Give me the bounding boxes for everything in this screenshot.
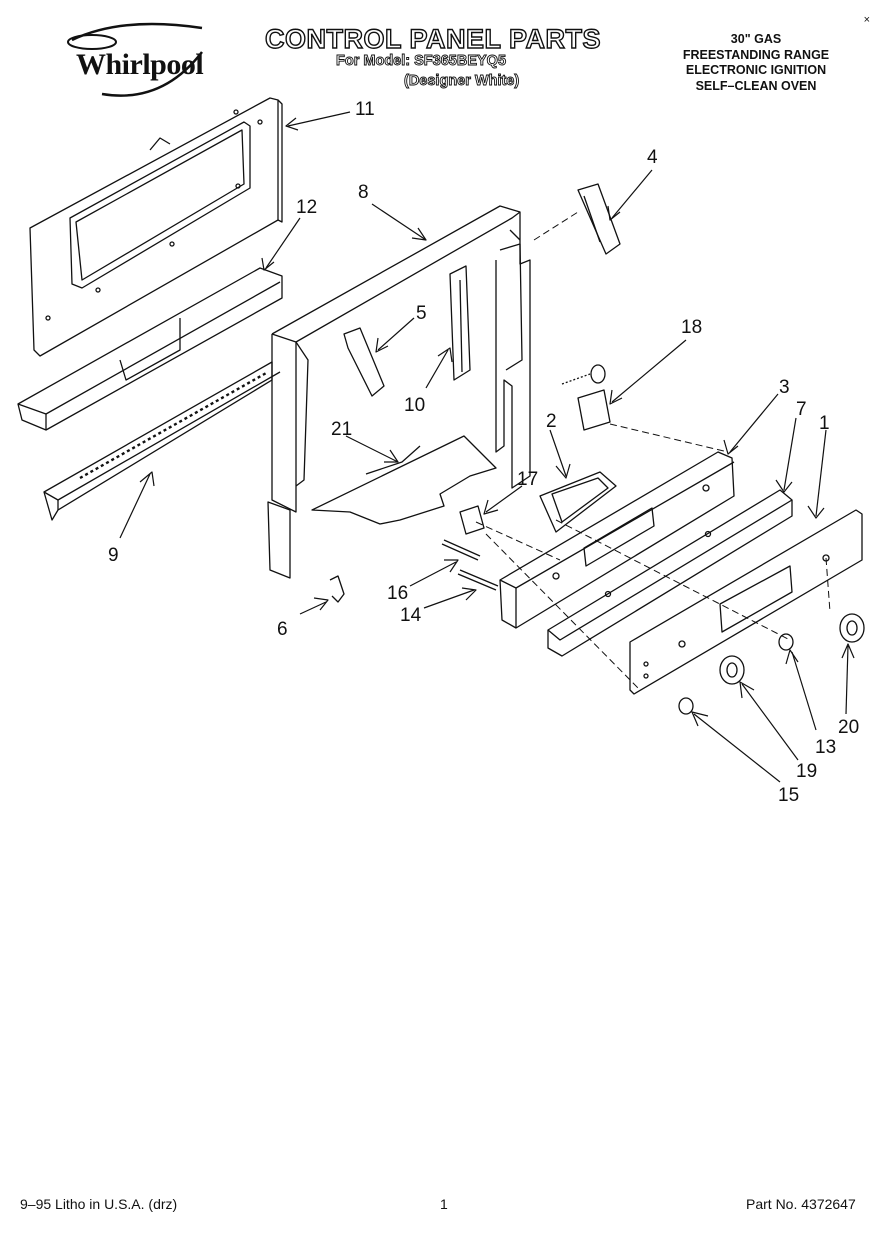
callout-16: 16 xyxy=(387,583,409,604)
callout-18: 18 xyxy=(681,317,703,338)
part-17-block xyxy=(459,505,485,535)
callout-3: 3 xyxy=(779,377,790,398)
part-3-control-panel xyxy=(499,451,735,629)
part-2-clock-module xyxy=(539,471,617,533)
part-number: Part No. 4372647 xyxy=(746,1196,856,1212)
whirlpool-logo: Whirlpool xyxy=(62,22,222,104)
product-spec: 30" GAS FREESTANDING RANGE ELECTRONIC IG… xyxy=(656,32,856,94)
part-10-support xyxy=(449,265,471,381)
spec-line: 30" GAS xyxy=(730,32,782,46)
part-20-knob xyxy=(839,613,865,643)
callout-8: 8 xyxy=(358,182,369,203)
callout-9: 9 xyxy=(108,545,119,566)
callout-11: 11 xyxy=(355,99,375,120)
callout-7: 7 xyxy=(796,399,807,420)
callout-14: 14 xyxy=(400,605,422,626)
callout-13: 13 xyxy=(815,737,837,758)
callout-6: 6 xyxy=(277,619,288,640)
part-13-knob-cap xyxy=(778,633,794,651)
part-8-console-frame xyxy=(267,205,531,579)
part-4-end-cap xyxy=(577,183,621,255)
callout-19: 19 xyxy=(796,761,818,782)
page-number: 1 xyxy=(440,1196,448,1212)
callout-15: 15 xyxy=(778,785,800,806)
callout-2: 2 xyxy=(546,411,557,432)
callout-21: 21 xyxy=(331,419,353,440)
alignment-lines xyxy=(475,211,831,691)
part-15-button xyxy=(678,697,694,715)
callout-17: 17 xyxy=(517,469,539,490)
callout-12: 12 xyxy=(296,197,318,218)
title-text: CONTROL PANEL PARTS xyxy=(264,23,602,54)
callout-4: 4 xyxy=(647,147,658,168)
part-19-knob xyxy=(719,655,745,685)
corner-mark: × xyxy=(863,14,870,26)
callout-10: 10 xyxy=(404,395,426,416)
model-line: For Model: SF365BEYQ5 xyxy=(336,53,507,70)
part-21-bracket-plate xyxy=(311,435,497,525)
spec-line: FREESTANDING RANGE xyxy=(682,47,830,62)
leader-lines xyxy=(119,111,855,783)
litho-note: 9–95 Litho in U.S.A. (drz) xyxy=(20,1196,178,1212)
part-5-bracket xyxy=(343,327,385,397)
callout-5: 5 xyxy=(416,303,427,324)
part-18-switch xyxy=(561,364,611,431)
part-11-rear-panel xyxy=(29,97,283,357)
part-12-upper-trim xyxy=(17,267,283,431)
part-9-vent-channel xyxy=(43,361,281,521)
spec-line: ELECTRONIC IGNITION xyxy=(685,63,827,77)
callout-20: 20 xyxy=(838,717,860,738)
variant-line: (Designer White) xyxy=(404,73,520,90)
part-1-front-overlay xyxy=(629,509,863,695)
logo-swoosh-icon xyxy=(67,22,203,97)
part-7-rail xyxy=(547,489,793,657)
callout-1: 1 xyxy=(819,413,830,434)
brand-name: Whirlpool xyxy=(76,48,204,81)
part-14-spindle xyxy=(457,569,499,591)
part-16-spindle xyxy=(441,539,481,561)
spec-line: SELF–CLEAN OVEN xyxy=(695,78,817,93)
part-6-clip xyxy=(329,575,345,603)
